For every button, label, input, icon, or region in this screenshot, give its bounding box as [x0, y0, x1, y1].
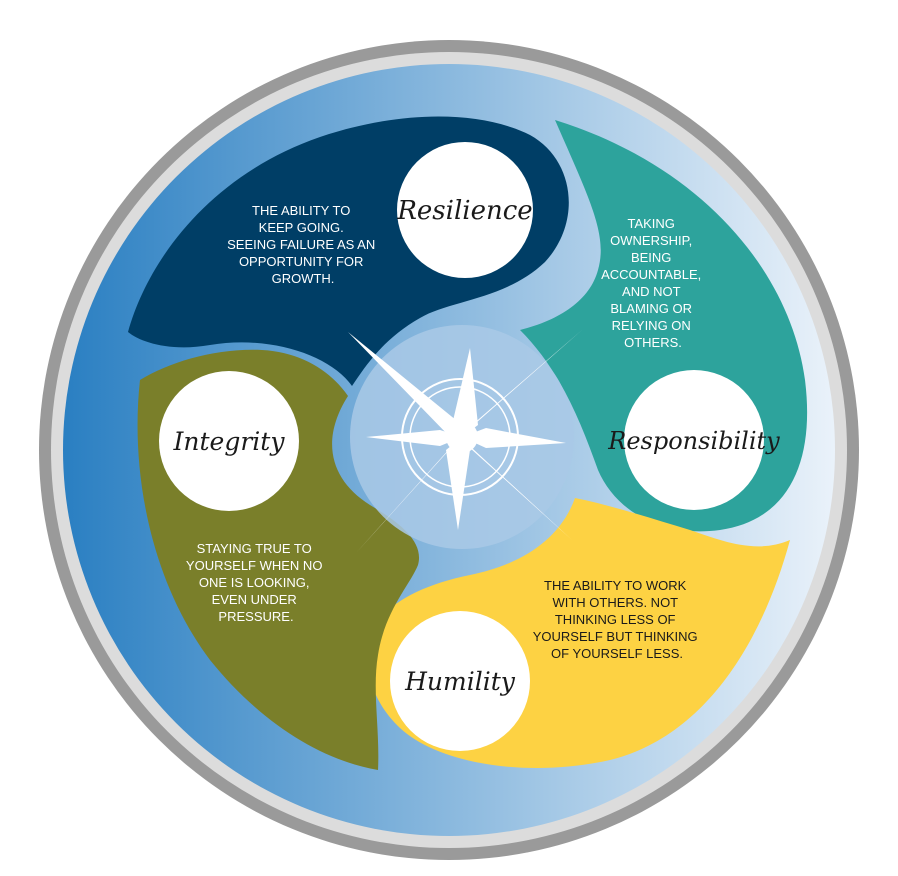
title-integrity: Integrity — [173, 427, 286, 456]
description-responsibility: TAKING OWNERSHIP, BEING ACCOUNTABLE, AND… — [601, 216, 705, 350]
title-resilience: Resilience — [396, 196, 532, 226]
compass-rose-icon — [348, 330, 582, 553]
title-circle-responsibility — [624, 370, 764, 510]
title-humility: Humility — [404, 667, 516, 696]
title-circle-humility — [390, 611, 530, 751]
description-resilience: THE ABILITY TO KEEP GOING. SEEING FAILUR… — [227, 203, 379, 286]
description-humility: THE ABILITY TO WORK WITH OTHERS. NOT THI… — [533, 578, 702, 661]
title-circle-integrity — [159, 371, 299, 511]
title-circle-resilience — [397, 142, 533, 278]
description-integrity: STAYING TRUE TO YOURSELF WHEN NO ONE IS … — [186, 541, 326, 624]
title-responsibility: Responsibility — [607, 427, 780, 455]
